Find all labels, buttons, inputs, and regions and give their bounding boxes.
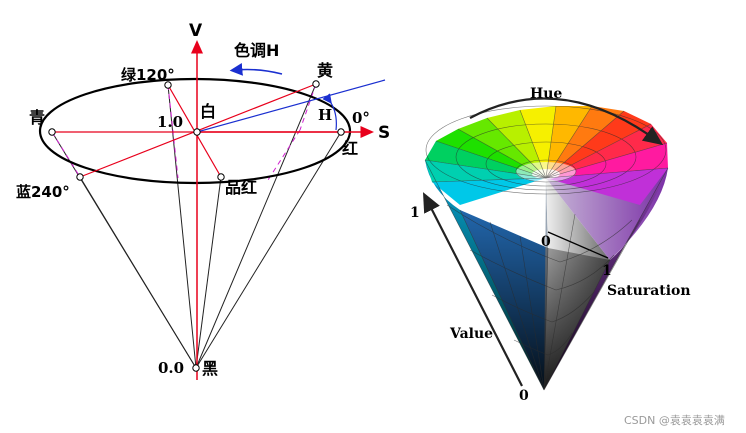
saturation-zero-label: 0 [541, 234, 551, 250]
green-label: 绿120° [121, 66, 175, 84]
white-label: 白 [200, 102, 216, 121]
saturation-label: Saturation [607, 283, 691, 299]
h-marker: H [318, 106, 332, 124]
saturation-one-label: 1 [602, 263, 612, 279]
value-label: Value [449, 326, 493, 342]
bottom-value: 0.0 [158, 359, 184, 377]
value-one-label: 1 [410, 205, 420, 221]
hue-caption: 色调H [234, 41, 279, 60]
s-axis-label: S [378, 123, 390, 143]
cone-value-shade [425, 160, 668, 390]
v-axis-label: V [189, 21, 203, 41]
top-value: 1.0 [157, 113, 183, 131]
vertex-points [48, 80, 345, 372]
cyan-label: 青 [29, 108, 45, 127]
watermark: CSDN @袁袁袁袁满 [624, 414, 725, 427]
cone-mesh [424, 105, 669, 391]
hsv-diagram: V S 色调H H 1.0 白 0.0 黑 绿120° 黄 青 0° 红 蓝24… [16, 21, 390, 380]
yellow-label: 黄 [317, 61, 333, 80]
hue-angle-line [196, 79, 386, 133]
black-label: 黑 [202, 359, 218, 378]
red-label: 红 [342, 139, 358, 158]
magenta-label: 品红 [225, 178, 257, 197]
hue-arrow [469, 97, 664, 146]
red-degree: 0° [352, 109, 370, 127]
hue-direction-arrow [229, 63, 283, 76]
value-arrow [422, 192, 523, 387]
saturation-line [547, 231, 609, 259]
blue-label: 蓝240° [16, 183, 70, 201]
color-cone: Hue Saturation Value 1 0 0 1 [410, 86, 691, 404]
hue-circle [38, 77, 352, 185]
value-zero-label: 0 [519, 388, 529, 404]
hue-label: Hue [530, 86, 562, 102]
hue-angle-arc [322, 93, 337, 131]
